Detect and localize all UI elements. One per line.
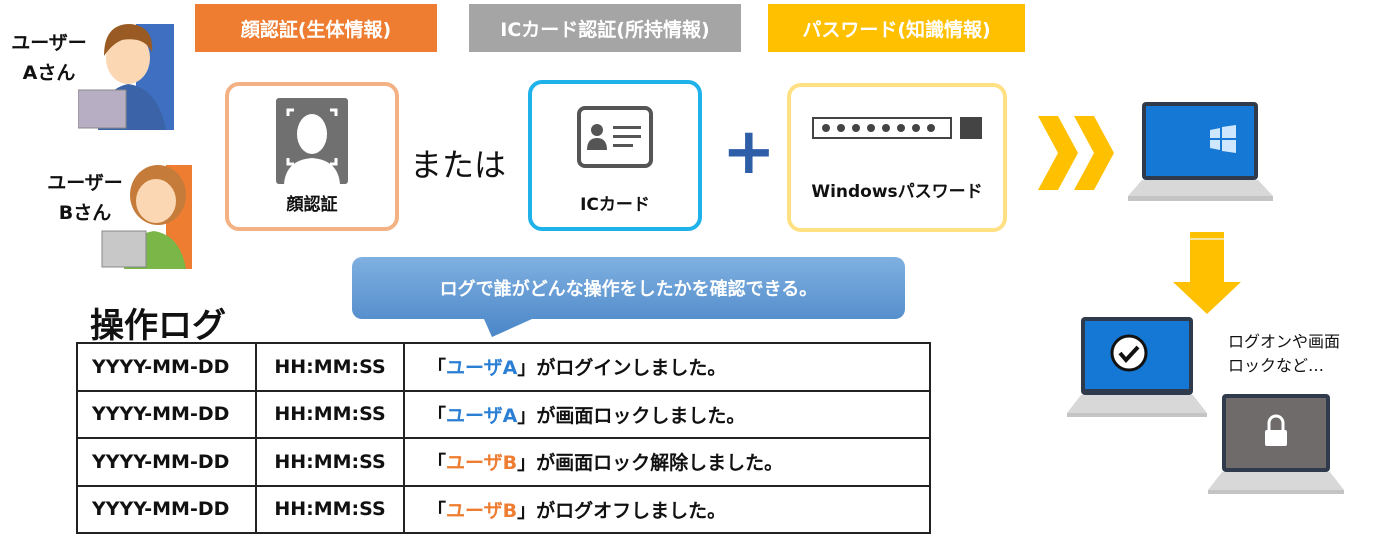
log-message: 「ユーザA」がログインしました。 — [403, 342, 931, 392]
log-date: YYYY-MM-DD — [76, 437, 257, 487]
plus-icon: + — [722, 115, 776, 189]
log-time: HH:MM:SS — [255, 389, 405, 439]
iccard-auth-box: ICカード — [528, 80, 702, 231]
log-user: ユーザA — [446, 357, 518, 380]
log-action: がログインしました。 — [536, 357, 727, 380]
log-user: ユーザA — [446, 404, 518, 427]
callout-bubble — [352, 257, 905, 337]
password-auth-box: Windowsパスワード — [787, 83, 1007, 232]
bracket-close: 」 — [517, 357, 537, 380]
bracket-close: 」 — [517, 499, 537, 522]
log-row: YYYY-MM-DD HH:MM:SS 「ユーザB」がログオフしました。 — [76, 484, 931, 534]
user-b-line1: ユーザー — [47, 172, 123, 194]
note-line2: ロックなど… — [1228, 356, 1325, 375]
user-b-illustration — [101, 165, 192, 269]
iccard-auth-header: ICカード認証(所持情報) — [469, 4, 741, 52]
user-a-illustration — [78, 24, 174, 130]
bracket-close: 」 — [517, 452, 537, 475]
password-auth-header: パスワード(知識情報) — [768, 4, 1025, 52]
chevron-right-arrows-icon — [1038, 116, 1114, 190]
log-row: YYYY-MM-DD HH:MM:SS 「ユーザA」が画面ロックしました。 — [76, 389, 931, 439]
password-field-icon — [812, 117, 982, 139]
log-date: YYYY-MM-DD — [76, 342, 257, 392]
face-auth-header: 顔認証(生体情報) — [195, 4, 437, 52]
or-label: または — [410, 146, 507, 184]
face-auth-label: 顔認証 — [286, 195, 338, 215]
log-message: 「ユーザB」が画面ロック解除しました。 — [403, 437, 931, 487]
log-row: YYYY-MM-DD HH:MM:SS 「ユーザB」が画面ロック解除しました。 — [76, 437, 931, 487]
user-b-line2: Bさん — [58, 202, 112, 224]
log-row: YYYY-MM-DD HH:MM:SS 「ユーザA」がログインしました。 — [76, 342, 931, 392]
face-scan-icon — [276, 98, 348, 184]
log-time: HH:MM:SS — [255, 484, 405, 534]
bracket-open: 「 — [427, 357, 447, 380]
windows-laptop-icon — [1128, 102, 1273, 201]
log-message: 「ユーザA」が画面ロックしました。 — [403, 389, 931, 439]
log-title: 操作ログ — [90, 306, 226, 346]
log-time: HH:MM:SS — [255, 437, 405, 487]
log-message: 「ユーザB」がログオフしました。 — [403, 484, 931, 534]
password-label: Windowsパスワード — [811, 182, 983, 202]
down-arrow-icon — [1173, 232, 1241, 314]
log-date: YYYY-MM-DD — [76, 484, 257, 534]
iccard-label: ICカード — [580, 195, 650, 215]
bracket-open: 「 — [427, 499, 447, 522]
operation-log-table: YYYY-MM-DD HH:MM:SS 「ユーザA」がログインしました。YYYY… — [76, 342, 931, 534]
user-a-line2: Aさん — [22, 62, 76, 84]
user-a-label: ユーザー Aさん — [4, 28, 94, 88]
bracket-close: 」 — [517, 404, 537, 427]
log-action: が画面ロック解除しました。 — [536, 452, 784, 475]
note-line1: ログオンや画面 — [1228, 332, 1341, 351]
logon-lock-note: ログオンや画面 ロックなど… — [1228, 330, 1340, 378]
logon-laptop-icon — [1067, 317, 1207, 417]
log-date: YYYY-MM-DD — [76, 389, 257, 439]
callout-text: ログで誰がどんな操作をしたかを確認できる。 — [439, 279, 818, 300]
id-card-icon — [577, 106, 653, 168]
log-action: がログオフしました。 — [536, 499, 727, 522]
user-b-label: ユーザー Bさん — [40, 168, 130, 228]
bracket-open: 「 — [427, 452, 447, 475]
log-action: が画面ロックしました。 — [536, 404, 746, 427]
log-user: ユーザB — [446, 452, 518, 475]
user-a-line1: ユーザー — [11, 32, 87, 54]
bracket-open: 「 — [427, 404, 447, 427]
log-user: ユーザB — [446, 499, 518, 522]
face-auth-box: 顔認証 — [225, 82, 399, 231]
locked-laptop-icon — [1208, 394, 1344, 494]
log-time: HH:MM:SS — [255, 342, 405, 392]
